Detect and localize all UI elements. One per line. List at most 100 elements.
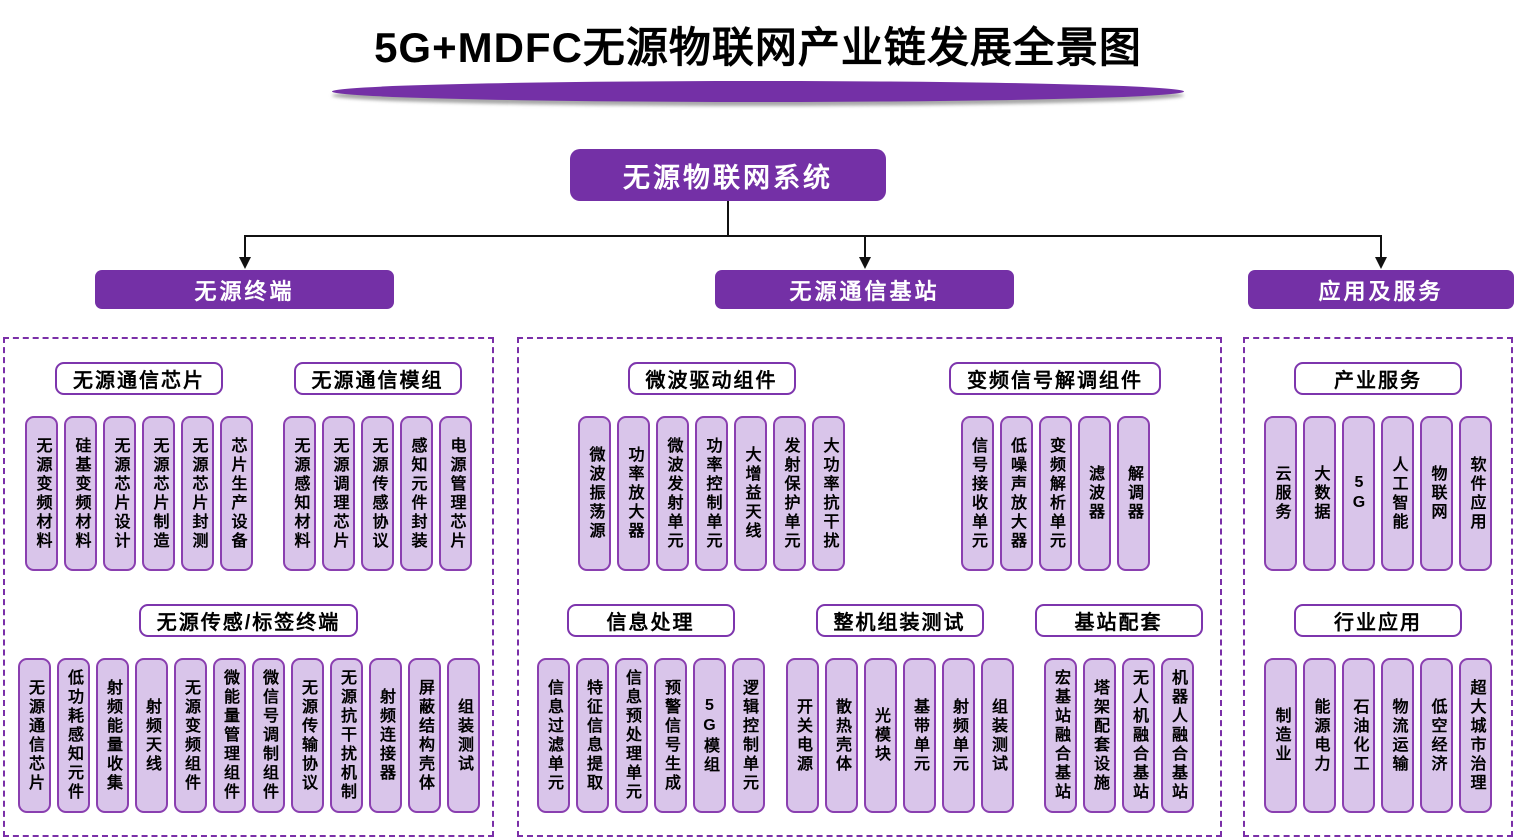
module-header: 微波驱动组件 — [627, 362, 796, 395]
branch-box-passive-terminal: 无源终端 — [95, 270, 394, 309]
card-label: 滤波器 — [1086, 465, 1103, 522]
module-row: 无源传感/标签终端无源通信芯片低功耗感知元件射频能量收集射频天线无源变频组件微能… — [5, 604, 492, 813]
card-label: 射频能量收集 — [104, 678, 121, 793]
card-label: 能源电力 — [1311, 697, 1329, 774]
card-label: 射频单元 — [950, 697, 967, 774]
chain-card: 无源芯片制造 — [142, 416, 175, 571]
card-label: 5G — [1350, 473, 1368, 514]
card-label: 大增益天线 — [742, 446, 760, 541]
chain-card: 射频连接器 — [368, 658, 402, 813]
card-group: 开关电源散热壳体光模块基带单元射频单元组装测试 — [785, 658, 1014, 813]
arrowhead-center — [859, 257, 871, 269]
card-label: 变频解析单元 — [1047, 436, 1064, 551]
chain-card: 大功率抗干扰 — [812, 416, 845, 571]
card-label: 无源芯片设计 — [111, 436, 129, 551]
module-row: 产业服务云服务 大数据 5G 人工智能物联网软件应用 — [1245, 362, 1511, 571]
chain-card: 发射保护单元 — [773, 416, 806, 571]
card-label: 云服务 — [1272, 465, 1290, 522]
module: 无源传感/标签终端无源通信芯片低功耗感知元件射频能量收集射频天线无源变频组件微能… — [17, 604, 480, 813]
chain-card: 微波发射单元 — [656, 416, 689, 571]
chain-card: 塔架配套设施 — [1082, 658, 1116, 813]
module-header: 无源通信芯片 — [55, 362, 223, 395]
card-label: 宏基站融合基站 — [1052, 669, 1069, 802]
module-header: 整机组装测试 — [815, 604, 984, 637]
card-label: 微信号调制组件 — [260, 669, 277, 802]
card-label: 大数据 — [1311, 465, 1329, 522]
chain-card: 超大城市治理 — [1459, 658, 1492, 813]
card-label: 人工智能 — [1389, 455, 1407, 532]
card-label: 无人机融合基站 — [1130, 669, 1147, 802]
module-header: 基站配套 — [1034, 604, 1203, 637]
card-label: 预警信号生成 — [662, 678, 679, 793]
card-label: 信号接收单元 — [969, 436, 986, 551]
card-label: 无源调理芯片 — [330, 436, 348, 551]
chain-card: 无源调理芯片 — [322, 416, 355, 571]
card-label: 发射保护单元 — [781, 436, 799, 551]
module: 整机组装测试开关电源散热壳体光模块基带单元射频单元组装测试 — [785, 604, 1014, 813]
card-label: 无源传感协议 — [369, 436, 387, 551]
module-header: 产业服务 — [1294, 362, 1462, 395]
module-header: 无源传感/标签终端 — [138, 604, 359, 637]
chain-card: 无源传输协议 — [290, 658, 324, 813]
card-label: 信息预处理单元 — [623, 669, 640, 802]
chain-card: 低空经济 — [1420, 658, 1453, 813]
chain-card: 微信号调制组件 — [251, 658, 285, 813]
card-label: 无源通信芯片 — [26, 678, 43, 793]
module: 无源通信芯片无源变频材料硅基变频材料无源芯片设计无源芯片制造无源芯片封测芯片生产… — [25, 362, 253, 571]
card-group: 无源变频材料硅基变频材料无源芯片设计无源芯片制造无源芯片封测芯片生产设备 — [25, 416, 253, 571]
chain-card: 信息预处理单元 — [614, 658, 648, 813]
card-label: 微波发射单元 — [664, 436, 682, 551]
card-label: 物流运输 — [1389, 697, 1407, 774]
card-group: 无源通信芯片低功耗感知元件射频能量收集射频天线无源变频组件微能量管理组件微信号调… — [17, 658, 480, 813]
chain-card: 5G模组 — [692, 658, 726, 813]
card-label: 机器人融合基站 — [1169, 669, 1186, 802]
card-label: 低空经济 — [1428, 697, 1446, 774]
card-label: 射频连接器 — [377, 688, 394, 783]
branch-box-applications-services: 应用及服务 — [1248, 270, 1514, 309]
chain-card: 变频解析单元 — [1038, 416, 1072, 571]
card-label: 无源变频组件 — [182, 678, 199, 793]
card-label: 石油化工 — [1350, 697, 1368, 774]
card-label: 开关电源 — [794, 697, 811, 774]
module-row: 无源通信芯片无源变频材料硅基变频材料无源芯片设计无源芯片制造无源芯片封测芯片生产… — [5, 362, 492, 571]
chain-card: 软件应用 — [1459, 416, 1492, 571]
chain-card: 射频天线 — [134, 658, 168, 813]
card-label: 无源传输协议 — [299, 678, 316, 793]
chain-card: 功率放大器 — [617, 416, 650, 571]
chain-card: 大增益天线 — [734, 416, 767, 571]
card-label: 特征信息提取 — [584, 678, 601, 793]
chain-card: 组装测试 — [980, 658, 1014, 813]
card-label: 基带单元 — [911, 697, 928, 774]
chain-card: 组装测试 — [446, 658, 480, 813]
card-label: 组装测试 — [455, 697, 472, 774]
chain-card: 解调器 — [1116, 416, 1150, 571]
chain-card: 大数据 — [1303, 416, 1336, 571]
title-underline-ellipse — [332, 81, 1184, 102]
module-header: 行业应用 — [1294, 604, 1462, 637]
chain-card: 制造业 — [1264, 658, 1297, 813]
card-label: 微波振荡源 — [586, 446, 604, 541]
module-row: 微波驱动组件微波振荡源功率放大器微波发射单元功率控制单元大增益天线发射保护单元大… — [519, 362, 1220, 571]
chain-card: 信号接收单元 — [960, 416, 994, 571]
card-label: 制造业 — [1272, 707, 1290, 764]
chain-card: 物联网 — [1420, 416, 1453, 571]
chain-card: 射频能量收集 — [95, 658, 129, 813]
chain-card: 5G — [1342, 416, 1375, 571]
chain-card: 屏蔽结构壳体 — [407, 658, 441, 813]
chain-card: 微能量管理组件 — [212, 658, 246, 813]
chain-card: 无人机融合基站 — [1121, 658, 1155, 813]
card-group: 制造业 能源电力 石油化工 物流运输 低空经济超大城市治理 — [1264, 658, 1492, 813]
chain-card: 特征信息提取 — [575, 658, 609, 813]
chain-card: 石油化工 — [1342, 658, 1375, 813]
chain-card: 无源传感协议 — [361, 416, 394, 571]
card-label: 光模块 — [872, 707, 889, 764]
chain-card: 无源芯片封测 — [181, 416, 214, 571]
card-label: 低噪声放大器 — [1008, 436, 1025, 551]
chain-card: 感知元件封装 — [400, 416, 433, 571]
chain-card: 机器人融合基站 — [1160, 658, 1194, 813]
module: 产业服务云服务 大数据 5G 人工智能物联网软件应用 — [1264, 362, 1492, 571]
chain-card: 低功耗感知元件 — [56, 658, 90, 813]
module-header: 变频信号解调组件 — [949, 362, 1161, 395]
module: 基站配套宏基站融合基站塔架配套设施无人机融合基站 机器人融合基站 — [1034, 604, 1203, 813]
